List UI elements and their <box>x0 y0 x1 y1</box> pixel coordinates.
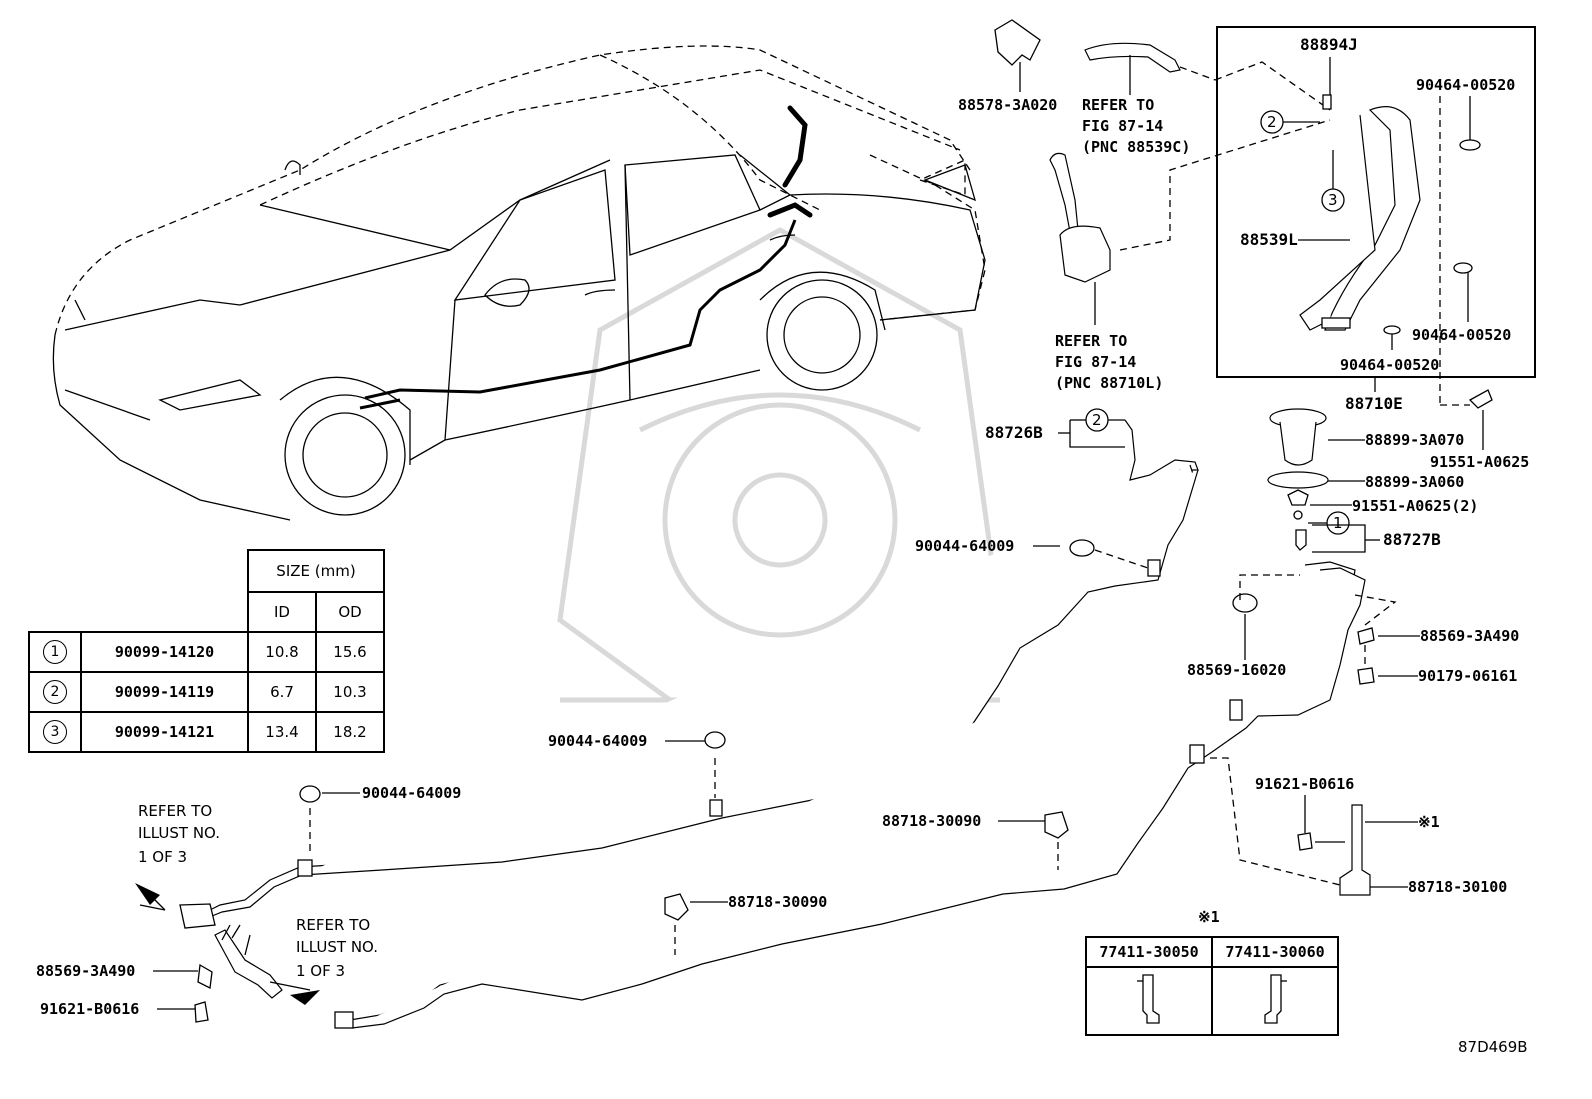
row-number: 1 <box>43 640 67 664</box>
id-value: 10.8 <box>247 631 317 673</box>
illust1-line1[interactable]: REFER TO <box>138 802 212 820</box>
label-88899-3A070[interactable]: 88899-3A070 <box>1365 431 1464 449</box>
col-id-header: ID <box>247 591 317 633</box>
label-91621-a[interactable]: 91621-B0616 <box>1255 775 1354 793</box>
label-91621-b[interactable]: 91621-B0616 <box>40 1000 139 1018</box>
table-row: 2 90099-14119 6.7 10.3 <box>28 671 385 713</box>
label-90464-top[interactable]: 90464-00520 <box>1416 76 1515 94</box>
refer2-line3[interactable]: (PNC 88710L) <box>1055 374 1163 392</box>
illust2-line3[interactable]: 1 OF 3 <box>296 962 345 980</box>
label-90179[interactable]: 90179-06161 <box>1418 667 1517 685</box>
label-88569-b[interactable]: 88569-16020 <box>1187 661 1286 679</box>
size-header: SIZE (mm) <box>247 549 385 593</box>
refer1-line3[interactable]: (PNC 88539C) <box>1082 138 1190 156</box>
callout-2: 2 <box>1267 113 1277 131</box>
label-88539L[interactable]: 88539L <box>1240 230 1298 249</box>
label-88718-c[interactable]: 88718-30100 <box>1408 878 1507 896</box>
bracket-image-2 <box>1211 966 1339 1036</box>
part-number[interactable]: 90099-14119 <box>80 671 249 713</box>
note-1-a[interactable]: ※1 <box>1418 813 1440 831</box>
label-91551-a[interactable]: 91551-A0625 <box>1430 453 1529 471</box>
label-88718-b[interactable]: 88718-30090 <box>728 893 827 911</box>
label-88899-3A060[interactable]: 88899-3A060 <box>1365 473 1464 491</box>
note-1-b[interactable]: ※1 <box>1198 908 1220 926</box>
bracket-part-2[interactable]: 77411-30060 <box>1211 936 1339 968</box>
label-90044-a[interactable]: 90044-64009 <box>915 537 1014 555</box>
refer2-line1[interactable]: REFER TO <box>1055 332 1127 350</box>
callout-1: 1 <box>1333 514 1343 532</box>
illust1-line2[interactable]: ILLUST NO. <box>138 824 220 842</box>
label-90044-b[interactable]: 90044-64009 <box>548 732 647 750</box>
callout-2b: 2 <box>1092 411 1102 429</box>
label-88569-c[interactable]: 88569-3A490 <box>36 962 135 980</box>
vent-line <box>135 464 1199 929</box>
od-value: 10.3 <box>315 671 385 713</box>
illust1-line3[interactable]: 1 OF 3 <box>138 848 187 866</box>
label-91551-b[interactable]: 91551-A0625(2) <box>1352 497 1478 515</box>
label-88578[interactable]: 88578-3A020 <box>958 96 1057 114</box>
callout-3: 3 <box>1328 191 1338 209</box>
illust2-line2[interactable]: ILLUST NO. <box>296 938 378 956</box>
label-88710E[interactable]: 88710E <box>1345 394 1403 413</box>
label-90464-bottom[interactable]: 90464-00520 <box>1340 356 1439 374</box>
breather-hose <box>1084 42 1331 111</box>
illust2-line1[interactable]: REFER TO <box>296 916 370 934</box>
row-number: 2 <box>43 680 67 704</box>
bracket-icon-1 <box>1137 974 1160 1024</box>
label-90044-c[interactable]: 90044-64009 <box>362 784 461 802</box>
label-88726B[interactable]: 88726B <box>985 423 1043 442</box>
bracket-image-1 <box>1085 966 1213 1036</box>
part-number[interactable]: 90099-14120 <box>80 631 249 673</box>
id-value: 13.4 <box>247 711 317 753</box>
label-88569-a[interactable]: 88569-3A490 <box>1420 627 1519 645</box>
part-number[interactable]: 90099-14121 <box>80 711 249 753</box>
bracket-variant-table: 77411-30050 77411-30060 <box>1085 936 1339 1036</box>
refer1-line1[interactable]: REFER TO <box>1082 96 1154 114</box>
refer2-line2[interactable]: FIG 87-14 <box>1055 353 1136 371</box>
fuel-cap-parts <box>1267 389 1493 551</box>
label-88718-a[interactable]: 88718-30090 <box>882 812 981 830</box>
car-illustration <box>52 45 986 521</box>
col-od-header: OD <box>315 591 385 633</box>
fuel-filler-line <box>334 561 1366 1029</box>
label-90464-right[interactable]: 90464-00520 <box>1412 326 1511 344</box>
od-value: 18.2 <box>315 711 385 753</box>
id-value: 6.7 <box>247 671 317 713</box>
filler-neck-88539L <box>1299 94 1421 331</box>
hose-size-table: SIZE (mm) ID OD 1 90099-14120 10.8 15.6 … <box>28 549 385 753</box>
od-value: 15.6 <box>315 631 385 673</box>
bracket-part-1[interactable]: 77411-30050 <box>1085 936 1213 968</box>
diagram-code: 87D469B <box>1458 1038 1528 1056</box>
vent-pipe <box>1049 119 1331 325</box>
label-88727B[interactable]: 88727B <box>1383 530 1441 549</box>
refer1-line2[interactable]: FIG 87-14 <box>1082 117 1163 135</box>
row-number: 3 <box>43 720 67 744</box>
table-row: 3 90099-14121 13.4 18.2 <box>28 711 385 753</box>
group-box-88710E <box>1216 26 1536 378</box>
bracket-icon-2 <box>1264 974 1287 1024</box>
label-88894J[interactable]: 88894J <box>1300 35 1358 54</box>
lower-left-hose <box>194 924 320 1023</box>
table-row: 1 90099-14120 10.8 15.6 <box>28 631 385 673</box>
part-88578-icon <box>994 19 1041 92</box>
